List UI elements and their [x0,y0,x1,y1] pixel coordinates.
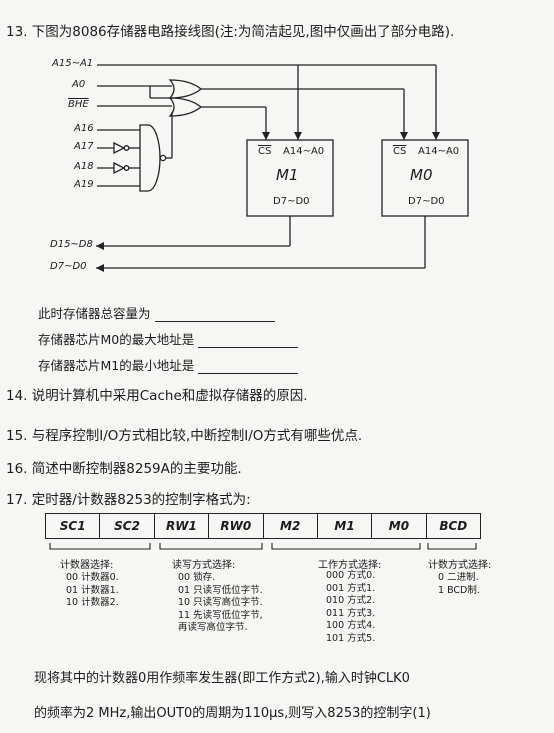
field-m2: M2 [264,514,318,538]
control-word-table: SC1 SC2 RW1 RW0 M2 M1 M0 BCD [45,513,481,539]
label-a19: A19 [74,179,94,190]
label-a15-a1: A15~A1 [52,58,94,69]
inverter-a17 [113,141,126,155]
field-sc1: SC1 [46,514,101,538]
field-sc2: SC2 [100,514,155,538]
inverter-a18 [113,161,126,175]
q17-paragraph-line2: 的频率为2 MHz,输出OUT0的周期为110μs,则写入8253的控制字(1) [34,706,431,721]
field-rw1: RW1 [155,514,210,538]
field-m1: M1 [318,514,373,538]
rw-mode-list: 00 锁存. 01 只读写低位字节. 10 只读写高位字节. 11 先读写低位字… [178,572,263,633]
counter-select-heading: 计数器选择: [60,560,114,571]
label-a17: A17 [74,141,94,152]
chip-m0-name: M0 [410,166,433,184]
counter-select-list: 00 计数器0. 01 计数器1. 10 计数器2. [66,572,119,608]
answer-blank[interactable] [154,309,275,322]
label-d7-d0: D7~D0 [50,261,87,272]
work-mode-heading: 工作方式选择: [318,560,382,571]
q17-paragraph-line1: 现将其中的计数器0用作频率发生器(即工作方式2),输入时钟CLK0 [34,671,410,686]
label-d15-d8: D15~D8 [50,239,93,250]
chip-m1-data: D7~D0 [273,196,310,207]
count-mode-heading: 计数方式选择: [428,560,492,571]
label-a16: A16 [74,123,94,134]
q14-text: 14. 说明计算机中采用Cache和虚拟存储器的原因. [6,388,308,404]
field-m0: M0 [372,514,427,538]
label-a18: A18 [74,161,94,172]
memory-circuit-diagram [96,64,469,272]
field-bcd: BCD [439,519,468,533]
count-mode-list: 0 二进制. 1 BCD制. [438,572,480,596]
q16-text: 16. 简述中断控制器8259A的主要功能. [6,461,242,477]
chip-m0-data: D7~D0 [408,196,445,207]
chip-m0-cs: CS [393,146,407,157]
q17-title: 17. 定时器/计数器8253的控制字格式为: [6,492,251,508]
fill-line-m1-min-address: 存储器芯片M1的最小地址是 [38,355,299,374]
label-a0: A0 [72,79,86,90]
fill-line-m0-max-address: 存储器芯片M0的最大地址是 [38,329,299,348]
nand-gate [139,124,161,192]
label-bhe: BHE [68,99,89,110]
chip-m1-name: M1 [276,166,299,184]
fill-line-total-capacity: 此时存储器总容量为 [38,303,275,322]
rw-mode-heading: 读写方式选择: [172,560,236,571]
q15-text: 15. 与程序控制I/O方式相比较,中断控制I/O方式有哪些优点. [6,428,363,444]
chip-m1-cs: CS [258,146,272,157]
work-mode-list: 000 方式0. 001 方式1. 010 方式2. 011 方式3. 100 … [326,570,376,644]
or-gate-bottom [168,97,203,117]
field-brackets [49,543,477,550]
q13-title: 13. 下图为8086存储器电路接线图(注:为简洁起见,图中仅画出了部分电路). [6,24,455,40]
or-gate-top [168,79,203,99]
answer-blank[interactable] [198,335,299,348]
chip-m0-addr: A14~A0 [418,146,460,157]
chip-m1-addr: A14~A0 [283,146,325,157]
answer-blank[interactable] [198,361,299,374]
field-rw0: RW0 [209,514,264,538]
